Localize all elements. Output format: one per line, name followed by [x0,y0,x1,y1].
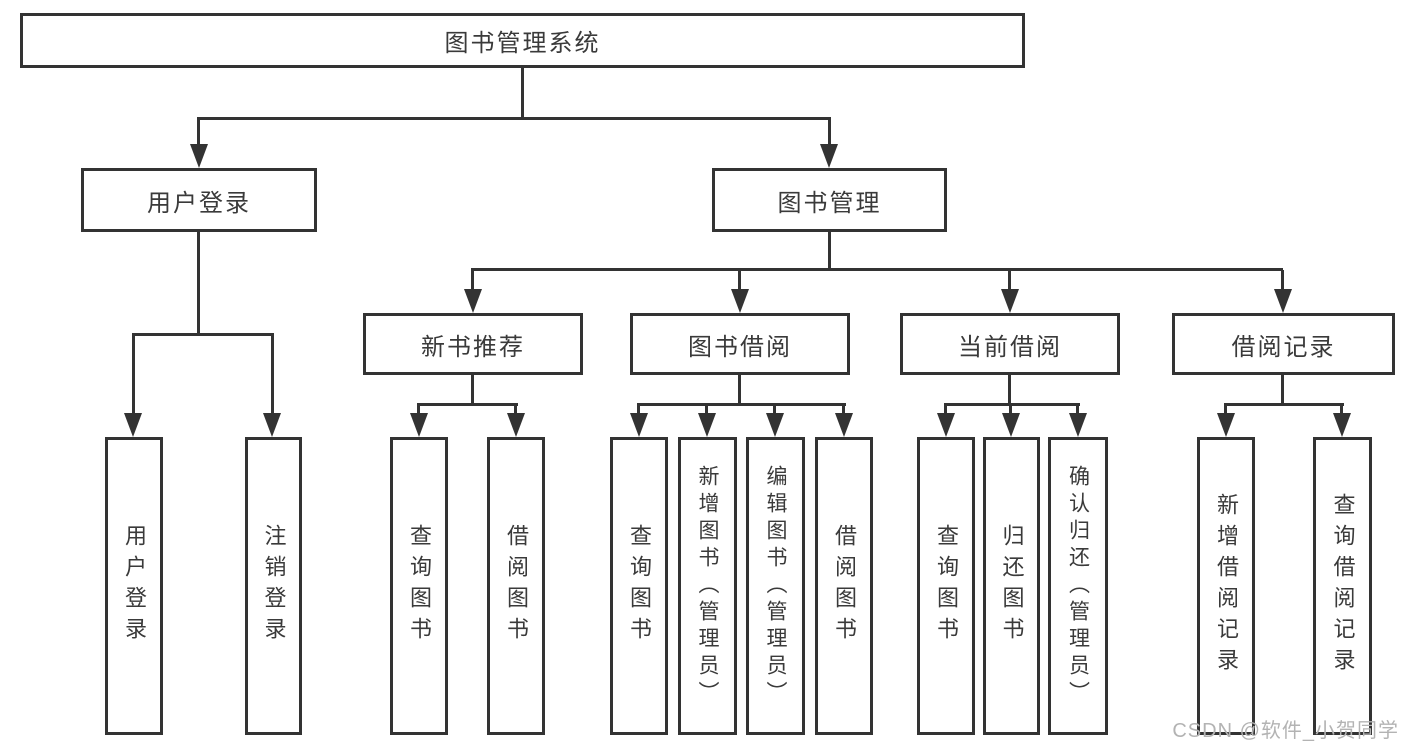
arrowhead-to-leaf-login [124,413,142,437]
connector-root-branch [197,117,831,120]
connector-to-user-login [197,119,200,146]
arrowhead-record-child2 [1333,413,1351,437]
connector-user-login-stub [197,232,200,335]
arrowhead-to-new-book-rec [464,289,482,313]
connector-newrec-stub [471,375,474,405]
connector-to-current-borrow [1008,270,1011,291]
connector-current-child1 [944,405,947,416]
connector-to-borrow-record [1281,270,1284,291]
connector-current-child3 [1076,405,1079,416]
arrowhead-current-child2 [1002,413,1020,437]
leaf-logout: 注销登录 [245,437,302,735]
leaf-add-book-admin: 新增图书（管理员） [678,437,737,735]
leaf-user-login: 用户登录 [105,437,163,735]
leaf-query-borrow-record: 查询借阅记录 [1313,437,1372,735]
connector-to-leaf-logout [271,335,274,415]
leaf-borrow-books: 借阅图书 [815,437,873,735]
arrowhead-newrec-child2 [507,413,525,437]
leaf-borrow-query-books-label: 查询图书 [627,524,652,648]
connector-borrow-child4 [842,405,845,416]
connector-borrow-stub [738,375,741,405]
connector-current-child2 [1009,405,1012,416]
arrowhead-current-child1 [937,413,955,437]
node-current-borrow: 当前借阅 [900,313,1120,375]
leaf-add-book-admin-label: 新增图书（管理员） [696,464,719,708]
leaf-edit-book-admin: 编辑图书（管理员） [746,437,805,735]
node-user-login-label: 用户登录 [147,189,251,217]
connector-record-branch [1224,403,1344,406]
connector-borrow-child2 [705,405,708,416]
arrowhead-to-book-borrow [731,289,749,313]
connector-record-child1 [1224,405,1227,416]
leaf-newrec-query-books-label: 查询图书 [407,524,432,648]
node-book-management-label: 图书管理 [777,189,882,217]
node-book-management: 图书管理 [712,168,947,232]
connector-to-book-borrow [738,270,741,291]
leaf-newrec-borrow-books: 借阅图书 [487,437,545,735]
arrowhead-newrec-child1 [410,413,428,437]
arrowhead-to-book-management [820,144,838,168]
node-root: 图书管理系统 [20,13,1025,68]
leaf-confirm-return-admin-label: 确认归还（管理员） [1066,464,1090,708]
arrowhead-to-current-borrow [1001,289,1019,313]
node-root-label: 图书管理系统 [444,30,601,57]
node-new-book-recommend-label: 新书推荐 [421,333,525,361]
arrowhead-to-leaf-logout [263,413,281,437]
leaf-newrec-borrow-books-label: 借阅图书 [504,524,529,648]
node-new-book-recommend: 新书推荐 [363,313,583,375]
connector-current-branch [944,403,1080,406]
arrowhead-current-child3 [1069,413,1087,437]
leaf-logout-label: 注销登录 [261,524,287,648]
node-book-borrow: 图书借阅 [630,313,850,375]
connector-newrec-child1 [417,405,420,416]
leaf-current-query-books-label: 查询图书 [934,524,959,648]
arrowhead-borrow-child3 [766,413,784,437]
arrowhead-to-user-login [190,144,208,168]
node-borrow-records: 借阅记录 [1172,313,1395,375]
leaf-user-login-label: 用户登录 [122,524,147,648]
node-user-login: 用户登录 [81,168,317,232]
connector-newrec-branch [417,403,518,406]
leaf-confirm-return-admin: 确认归还（管理员） [1048,437,1108,735]
node-borrow-records-label: 借阅记录 [1231,333,1336,361]
arrowhead-to-borrow-record [1274,289,1292,313]
arrowhead-borrow-child1 [630,413,648,437]
connector-user-login-branch [132,333,274,336]
connector-to-new-book-rec [471,270,474,291]
node-book-borrow-label: 图书借阅 [688,333,792,361]
leaf-borrow-query-books: 查询图书 [610,437,668,735]
connector-newrec-child2 [514,405,517,416]
connector-borrow-branch [637,403,846,406]
arrowhead-borrow-child2 [698,413,716,437]
csdn-watermark: CSDN @软件_小贺同学 [1172,720,1399,742]
connector-book-mgmt-branch [471,268,1283,271]
leaf-add-borrow-record: 新增借阅记录 [1197,437,1255,735]
leaf-newrec-query-books: 查询图书 [390,437,448,735]
connector-root-stub [521,68,524,119]
arrowhead-record-child1 [1217,413,1235,437]
leaf-current-query-books: 查询图书 [917,437,975,735]
arrowhead-borrow-child4 [835,413,853,437]
leaf-add-borrow-record-label: 新增借阅记录 [1214,493,1239,679]
connector-to-leaf-login [132,335,135,415]
leaf-edit-book-admin-label: 编辑图书（管理员） [764,464,787,708]
leaf-return-books-label: 归还图书 [999,524,1025,648]
connector-book-mgmt-stub [828,232,831,270]
connector-to-book-management [828,119,831,146]
connector-current-stub [1008,375,1011,405]
connector-record-child2 [1340,405,1343,416]
leaf-borrow-books-label: 借阅图书 [832,524,857,648]
leaf-return-books: 归还图书 [983,437,1040,735]
connector-borrow-child3 [773,405,776,416]
connector-record-stub [1281,375,1284,405]
connector-borrow-child1 [637,405,640,416]
leaf-query-borrow-record-label: 查询借阅记录 [1330,493,1356,679]
node-current-borrow-label: 当前借阅 [958,333,1062,361]
